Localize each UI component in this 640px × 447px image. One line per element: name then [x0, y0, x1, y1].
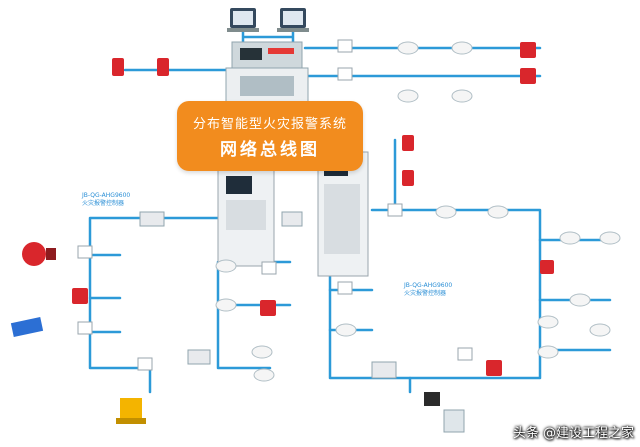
title-banner: 分布智能型火灾报警系统 网络总线图	[177, 101, 363, 171]
sounder-icon	[22, 242, 56, 266]
system-name: 火灾报警控制器	[404, 290, 447, 297]
system-label-right: JB-QG-AHG9600 火灾报警控制器	[404, 282, 452, 298]
control-console-icon	[225, 41, 309, 105]
module-rack-icon	[139, 211, 397, 379]
banner-line-1: 分布智能型火灾报警系统	[192, 117, 347, 132]
system-code: JB-QG-AHG9600	[404, 282, 453, 289]
valve-icon	[116, 398, 146, 424]
io-module-icon	[77, 39, 473, 371]
manual-alarm-icon	[72, 42, 554, 376]
watermark: 头条 @建设工程之家	[512, 426, 634, 441]
smoke-detector-icon	[215, 41, 621, 382]
monitor-icon	[227, 8, 259, 32]
linear-detector-icon	[10, 317, 44, 337]
banner-line-2: 网络总线图	[220, 140, 320, 160]
system-code: JB-QG-AHG9600	[82, 192, 131, 199]
system-name: 火灾报警控制器	[82, 200, 125, 207]
display-panel-icon	[424, 392, 465, 433]
system-label-left: JB-QG-AHG9600 火灾报警控制器	[82, 192, 130, 208]
controller-cabinet-icon	[217, 167, 275, 267]
monitor-icon	[277, 8, 309, 32]
